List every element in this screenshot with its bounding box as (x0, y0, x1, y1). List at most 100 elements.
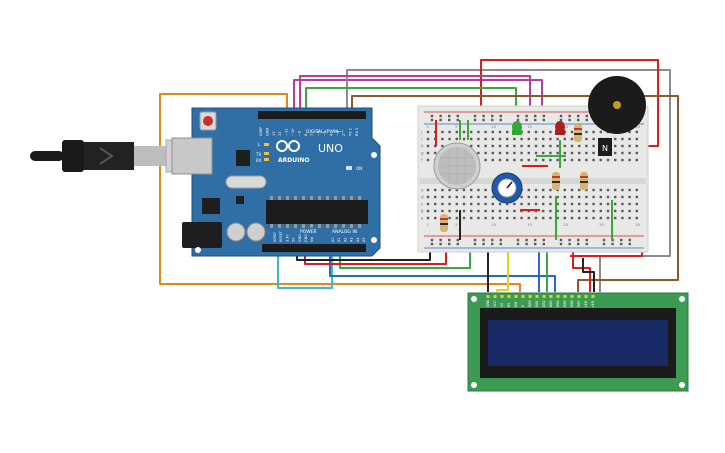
hole (578, 209, 581, 213)
lcd-pin (528, 295, 532, 298)
hole (456, 118, 459, 122)
wire-gray (346, 69, 671, 292)
hole (635, 195, 638, 199)
hole (585, 195, 588, 199)
pin-label: RX 0 (355, 127, 359, 136)
col-number: 20 (563, 125, 568, 129)
hole (430, 238, 434, 242)
hole (484, 144, 487, 148)
hole (520, 137, 523, 141)
hole (434, 216, 437, 220)
row-letter: a (421, 216, 424, 221)
hole (606, 188, 610, 192)
hole (592, 151, 595, 155)
hole (556, 216, 559, 220)
hole (570, 202, 574, 206)
hole (513, 144, 516, 148)
hole (599, 195, 602, 199)
hole (534, 202, 538, 206)
hole (635, 158, 638, 162)
pin-label: A0 (331, 238, 335, 242)
on-label: ON (356, 166, 362, 171)
hole (477, 202, 480, 206)
hole (426, 158, 430, 162)
hole (620, 238, 623, 242)
lcd-pin (486, 295, 490, 298)
hole (628, 216, 631, 220)
hole (542, 144, 545, 148)
hole (556, 195, 559, 199)
hole (592, 137, 595, 141)
hole (506, 151, 509, 155)
hole (542, 130, 545, 134)
hole (462, 188, 466, 192)
arduino-logo-icon (276, 140, 300, 152)
pin-label: A2 (343, 238, 347, 242)
lcd-pin-label: DB7 (577, 300, 581, 307)
pin-label: 3.3V (285, 234, 289, 242)
hole (441, 209, 444, 213)
hole (559, 242, 563, 246)
hole (559, 238, 563, 242)
hole (570, 130, 574, 134)
hole (563, 202, 566, 206)
hole (568, 118, 571, 122)
hole (520, 216, 523, 220)
hole (570, 158, 574, 162)
lcd-pin (535, 295, 539, 298)
hole (525, 114, 528, 118)
hole (549, 130, 552, 134)
hole (592, 188, 595, 192)
hole (462, 209, 466, 213)
hole (556, 188, 559, 192)
lcd-screen (488, 320, 668, 366)
hole (542, 114, 545, 118)
hole (549, 188, 552, 192)
hole (628, 130, 631, 134)
hole (556, 202, 559, 206)
hole (606, 209, 610, 213)
col-number: 5 (455, 125, 457, 129)
hole (455, 216, 458, 220)
pin-label: Vin (310, 237, 314, 242)
hole (525, 118, 528, 122)
hole (592, 216, 595, 220)
hole (568, 114, 571, 118)
hole (527, 202, 530, 206)
hole (426, 209, 430, 213)
hole (439, 118, 442, 122)
hole (628, 202, 631, 206)
col-number: 25 (599, 223, 604, 227)
hole (578, 195, 581, 199)
hole (577, 242, 580, 246)
hole (534, 242, 537, 246)
power-analog-header (262, 244, 366, 252)
pin-label: ~10 (291, 128, 295, 136)
hole (563, 195, 566, 199)
pin-label: AREF (259, 127, 263, 136)
digital-label: DIGITAL (PWM~) (306, 129, 344, 135)
power-label: POWER (300, 229, 317, 235)
hole (542, 151, 545, 155)
hole (434, 151, 437, 155)
hole (585, 114, 588, 118)
hole (556, 158, 559, 162)
hole (482, 118, 485, 122)
lcd-pin (563, 295, 567, 298)
hole (556, 151, 559, 155)
hole (614, 209, 617, 213)
pin-label: GND (304, 234, 308, 242)
hole (462, 216, 466, 220)
row-letter: j (420, 130, 422, 135)
hole (542, 118, 545, 122)
hole (542, 209, 545, 213)
hole (585, 216, 588, 220)
pin-label: GND (265, 128, 269, 136)
hole (482, 242, 485, 246)
lcd-pin (556, 295, 560, 298)
hole (556, 209, 559, 213)
hole (506, 209, 509, 213)
hole (527, 158, 530, 162)
